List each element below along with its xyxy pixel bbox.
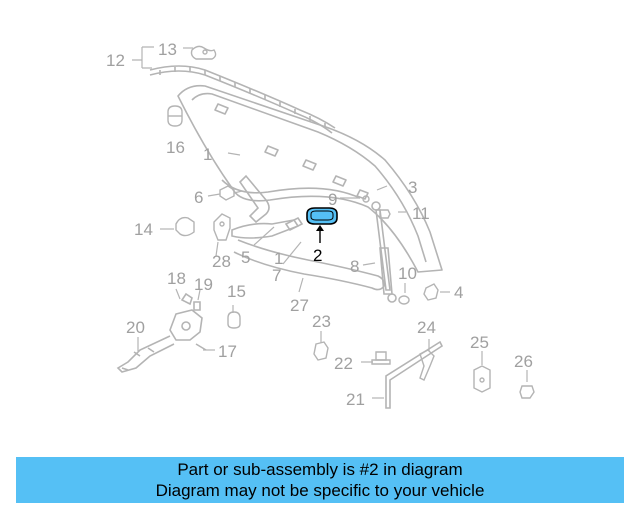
callout-27: 27 — [290, 296, 309, 315]
callout-7: 7 — [272, 266, 281, 285]
callout-3: 3 — [408, 178, 417, 197]
bolt-9-11 — [362, 195, 391, 219]
part-26 — [519, 385, 535, 399]
latch-assembly — [116, 292, 207, 373]
callout-28: 28 — [212, 252, 231, 271]
bolt-6 — [219, 185, 243, 201]
callout-16: 16 — [166, 138, 185, 157]
callout-26: 26 — [514, 352, 533, 371]
callout-1b: 1 — [274, 249, 283, 268]
callout-15: 15 — [227, 282, 246, 301]
clip-10 — [398, 295, 410, 305]
clip-13 — [190, 45, 217, 60]
bumper-4 — [423, 283, 439, 301]
caption-line-1: Part or sub-assembly is #2 in diagram — [177, 460, 463, 479]
bracket-28 — [213, 213, 231, 241]
callout-24: 24 — [417, 318, 436, 337]
bumper-16 — [167, 105, 183, 127]
callout-labels: 12 13 16 1 6 14 3 9 11 8 10 4 28 5 1 7 2… — [106, 40, 533, 409]
callout-18: 18 — [167, 269, 186, 288]
callout-12: 12 — [106, 51, 125, 70]
callout-1: 1 — [203, 145, 212, 164]
callout-11: 11 — [412, 204, 430, 223]
torsion-rod-27 — [233, 239, 386, 291]
callout-5: 5 — [241, 248, 250, 267]
callout-10: 10 — [398, 264, 417, 283]
parts-diagram: 12 13 16 1 6 14 3 9 11 8 10 4 28 5 1 7 2… — [106, 40, 535, 409]
callout-9: 9 — [328, 190, 337, 209]
leader-lines — [132, 46, 528, 399]
callout-19: 19 — [194, 275, 213, 294]
callout-23: 23 — [312, 312, 331, 331]
part-22 — [371, 351, 391, 365]
part-24 — [419, 349, 435, 381]
hinge — [231, 174, 304, 239]
part-2-arrowhead — [316, 225, 324, 231]
bumper-14 — [175, 216, 195, 237]
callout-6: 6 — [194, 188, 203, 207]
part-25 — [473, 365, 491, 393]
rod-21 — [385, 340, 444, 409]
part-2-highlight[interactable] — [306, 207, 338, 243]
caption-bar: Part or sub-assembly is #2 in diagram Di… — [16, 457, 624, 503]
callout-14: 14 — [134, 220, 153, 239]
caption-line-2: Diagram may not be specific to your vehi… — [155, 481, 485, 500]
callout-17: 17 — [218, 342, 237, 361]
part-23 — [313, 341, 329, 361]
callout-8: 8 — [350, 257, 359, 276]
gas-strut-8 — [371, 201, 397, 303]
weatherstrip — [149, 65, 336, 134]
callout-13: 13 — [158, 40, 177, 59]
callout-21: 21 — [346, 390, 365, 409]
callout-25: 25 — [470, 333, 489, 352]
callout-22: 22 — [334, 354, 353, 373]
callout-20: 20 — [126, 318, 145, 337]
part-15 — [227, 311, 241, 329]
callout-4: 4 — [454, 283, 463, 302]
callout-2[interactable]: 2 — [313, 246, 322, 265]
